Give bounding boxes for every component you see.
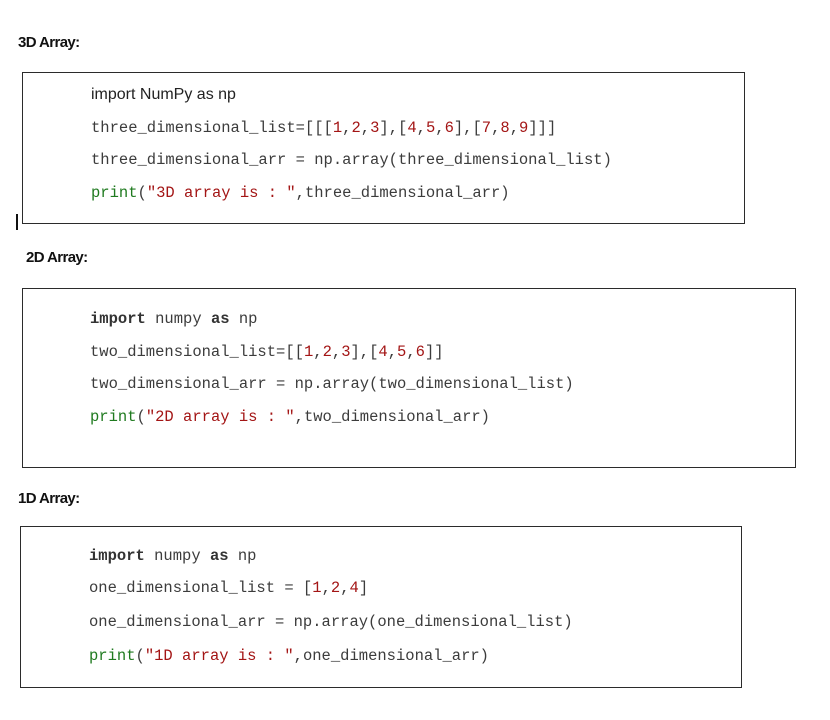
heading-3d-array: 3D Array: [18, 34, 80, 51]
code-line-import-1d: import numpy as np [89, 547, 257, 565]
code-block-3d: import NumPy as np three_dimensional_lis… [22, 72, 745, 224]
text-cursor [16, 214, 18, 230]
code-line-print-2d: print("2D array is : ",two_dimensional_a… [90, 408, 490, 426]
code-line-print-3d: print("3D array is : ",three_dimensional… [91, 184, 510, 202]
heading-2d-array: 2D Array: [26, 249, 88, 266]
heading-1d-array: 1D Array: [18, 490, 80, 507]
code-line-import-2d: import numpy as np [90, 310, 258, 328]
code-line-import-3d: import NumPy as np [91, 86, 236, 103]
code-line-array-3d: three_dimensional_arr = np.array(three_d… [91, 151, 612, 169]
code-line-array-2d: two_dimensional_arr = np.array(two_dimen… [90, 375, 574, 393]
code-line-list-3d: three_dimensional_list=[[[1,2,3],[4,5,6]… [91, 119, 557, 137]
code-block-1d: import numpy as np one_dimensional_list … [20, 526, 742, 688]
code-line-list-1d: one_dimensional_list = [1,2,4] [89, 579, 369, 597]
code-line-print-1d: print("1D array is : ",one_dimensional_a… [89, 647, 489, 665]
code-block-2d: import numpy as np two_dimensional_list=… [22, 288, 796, 468]
code-line-list-2d: two_dimensional_list=[[1,2,3],[4,5,6]] [90, 343, 444, 361]
code-line-array-1d: one_dimensional_arr = np.array(one_dimen… [89, 613, 573, 631]
